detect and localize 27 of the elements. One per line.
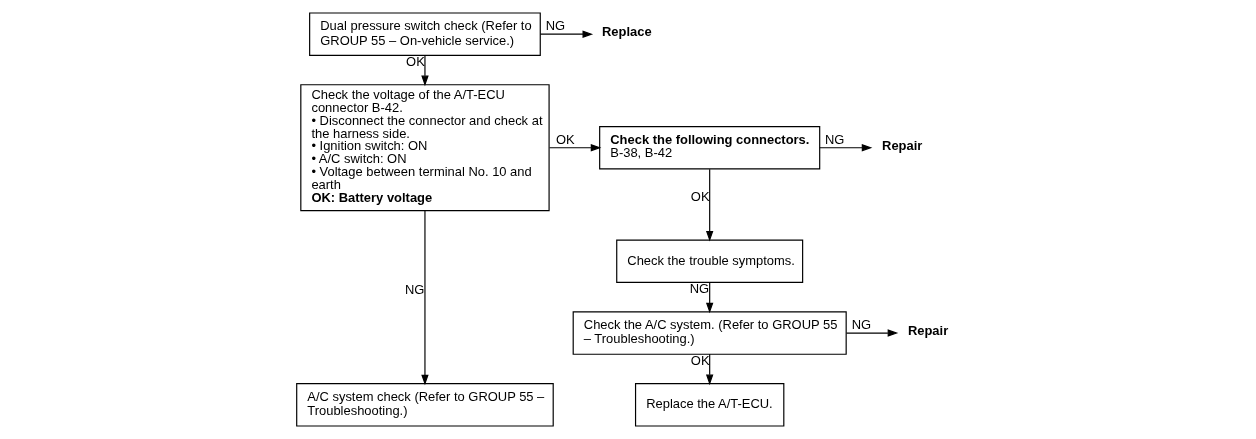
edge-label: NG xyxy=(404,282,424,298)
node-box: Check the following connectors. B-38, B-42 xyxy=(598,125,820,170)
arrow xyxy=(420,55,429,87)
arrow xyxy=(548,144,601,152)
node-text: Repair xyxy=(881,137,922,153)
node-box: Replace the A/T-ECU. xyxy=(634,383,784,427)
edge-label: NG xyxy=(824,131,844,147)
arrow xyxy=(705,168,713,242)
node-box: A/C system check (Refer to GROUP 55 – Troubleshooting.) xyxy=(295,383,554,427)
arrow xyxy=(818,144,872,152)
edge-label: NG xyxy=(545,18,565,34)
edge-label: OK xyxy=(690,353,710,369)
node-box: Check the trouble symptoms. xyxy=(615,239,803,284)
arrow xyxy=(539,30,593,38)
edge-label: OK xyxy=(690,188,710,204)
node-box: Dual pressure switch check (Refer to GROUP 55 – On-vehicle service.) xyxy=(308,12,541,56)
arrow xyxy=(705,353,713,386)
edge-label: NG xyxy=(689,281,709,297)
node-box: Check the A/C system. (Refer to GROUP 55 – Troubleshooting.) xyxy=(572,311,847,355)
node-box: Check the voltage of the A/T-ECU connector B-42. • Disconnect the connector and check at the harness side. • Ignition switch: ON • A/C switch: ON • Voltage between terminal No. 10 and earth OK: Battery voltage xyxy=(299,84,550,212)
edge-label: OK xyxy=(555,131,575,147)
arrow xyxy=(845,329,898,337)
node-text: Replace xyxy=(601,24,652,40)
arrow xyxy=(705,281,713,314)
edge-label: NG xyxy=(851,317,871,333)
arrow xyxy=(420,210,429,386)
node-text: Repair xyxy=(907,323,948,339)
